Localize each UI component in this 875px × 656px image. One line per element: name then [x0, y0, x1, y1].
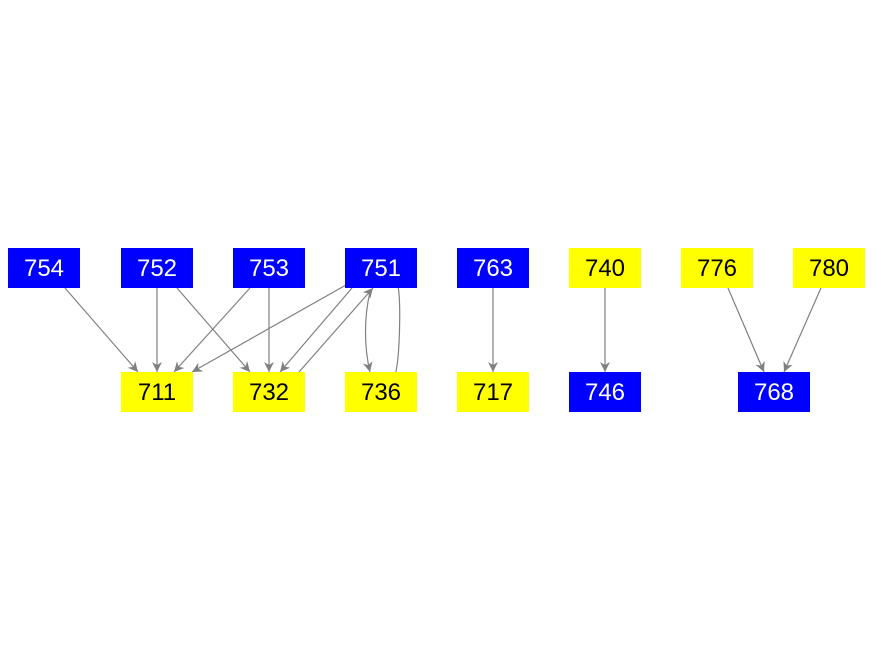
node-box: [793, 248, 865, 288]
node-box: [738, 372, 810, 412]
node-box: [121, 248, 193, 288]
node-label: 753: [249, 255, 289, 282]
node-box: [569, 248, 641, 288]
node-label: 752: [137, 255, 177, 282]
edge-780-768: [783, 287, 822, 373]
node-box: [233, 372, 305, 412]
node-label: 711: [138, 379, 176, 406]
node-label: 736: [361, 379, 401, 406]
edge-776-768: [727, 287, 765, 373]
node-740: 740: [569, 248, 641, 288]
node-label: 776: [697, 255, 737, 282]
node-label: 780: [809, 255, 849, 282]
edges: [64, 276, 822, 376]
node-780: 780: [793, 248, 865, 288]
node-751: 751: [345, 248, 417, 288]
edge-736-751: [391, 276, 403, 376]
node-label: 732: [249, 379, 289, 406]
node-776: 776: [681, 248, 753, 288]
nodes: 754 752 753 751 763 740 776 780 711 732 736 717 746 7…: [8, 248, 865, 412]
node-763: 763: [457, 248, 529, 288]
node-box: [457, 372, 529, 412]
edge-753-711: [173, 287, 251, 373]
node-box: [233, 248, 305, 288]
edge-732-751: [298, 287, 374, 373]
node-label: 754: [24, 255, 64, 282]
node-box: [569, 372, 641, 412]
node-736: 736: [345, 372, 417, 412]
node-box: [681, 248, 753, 288]
edge-751-732: [279, 287, 353, 373]
node-box: [457, 248, 529, 288]
node-label: 740: [585, 255, 625, 282]
node-768: 768: [738, 372, 810, 412]
node-label: 763: [473, 255, 513, 282]
node-label: 768: [754, 379, 794, 406]
node-717: 717: [457, 372, 529, 412]
edge-752-732: [176, 287, 251, 373]
node-box: [345, 372, 417, 412]
node-753: 753: [233, 248, 305, 288]
node-746: 746: [569, 372, 641, 412]
node-754: 754: [8, 248, 80, 288]
edge-754-711: [64, 287, 139, 373]
node-label: 717: [473, 379, 513, 406]
node-label: 746: [585, 379, 625, 406]
node-box: [345, 248, 417, 288]
node-711: 711: [121, 372, 193, 412]
node-label: 751: [361, 255, 401, 282]
edge-751-711: [191, 284, 347, 373]
edge-751-736: [362, 291, 373, 373]
node-732: 732: [233, 372, 305, 412]
node-box: [8, 248, 80, 288]
node-752: 752: [121, 248, 193, 288]
node-box: [121, 372, 193, 412]
